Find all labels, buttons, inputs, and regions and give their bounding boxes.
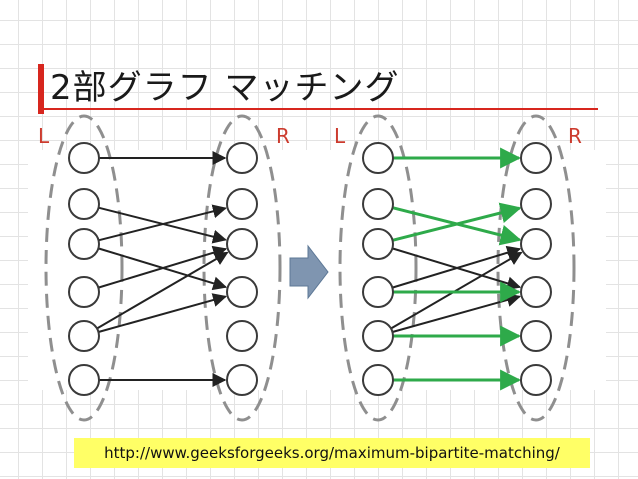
after-right-node-5 <box>520 364 552 396</box>
after-left-node-0 <box>362 142 394 174</box>
after-left-node-2 <box>362 228 394 260</box>
before-left-node-3 <box>68 276 100 308</box>
title-accent-bar <box>38 64 44 114</box>
before-left-node-2 <box>68 228 100 260</box>
after-right-node-1 <box>520 188 552 220</box>
after-edge-l4-r3 <box>392 293 521 333</box>
before-graph <box>44 114 282 422</box>
source-url-caption: http://www.geeksforgeeks.org/maximum-bip… <box>74 438 590 468</box>
after-right-node-3 <box>520 276 552 308</box>
after-left-node-4 <box>362 320 394 352</box>
before-right-node-5 <box>226 364 258 396</box>
before-edge-l3-r2 <box>98 245 228 289</box>
after-left-label: L <box>334 124 346 148</box>
after-right-set-ellipse <box>496 114 576 422</box>
after-right-node-2 <box>520 228 552 260</box>
before-right-node-1 <box>226 188 258 220</box>
after-left-node-1 <box>362 188 394 220</box>
transition-arrow <box>289 244 329 300</box>
after-left-node-3 <box>362 276 394 308</box>
after-right-label: R <box>568 124 582 148</box>
before-left-node-4 <box>68 320 100 352</box>
before-right-node-3 <box>226 276 258 308</box>
after-left-node-5 <box>362 364 394 396</box>
after-graph <box>338 114 576 422</box>
before-edge-l2-r1 <box>98 204 227 242</box>
before-left-node-1 <box>68 188 100 220</box>
title-underline <box>38 108 598 110</box>
before-right-label: R <box>276 124 290 148</box>
after-right-node-4 <box>520 320 552 352</box>
before-right-node-2 <box>226 228 258 260</box>
before-edge-l4-r3 <box>98 293 227 333</box>
before-right-node-4 <box>226 320 258 352</box>
after-right-node-0 <box>520 142 552 174</box>
before-left-node-0 <box>68 142 100 174</box>
before-edge-l4-r2 <box>96 251 229 330</box>
after-left-set-ellipse <box>338 114 418 422</box>
before-left-label: L <box>38 124 50 148</box>
before-right-node-0 <box>226 142 258 174</box>
before-left-node-5 <box>68 364 100 396</box>
after-edge-l3-r2 <box>392 245 522 289</box>
before-left-set-ellipse <box>44 114 124 422</box>
slide-title: 2部グラフ マッチング <box>50 68 400 108</box>
before-right-set-ellipse <box>202 114 282 422</box>
after-matched-edge-l2-r1 <box>392 202 522 242</box>
